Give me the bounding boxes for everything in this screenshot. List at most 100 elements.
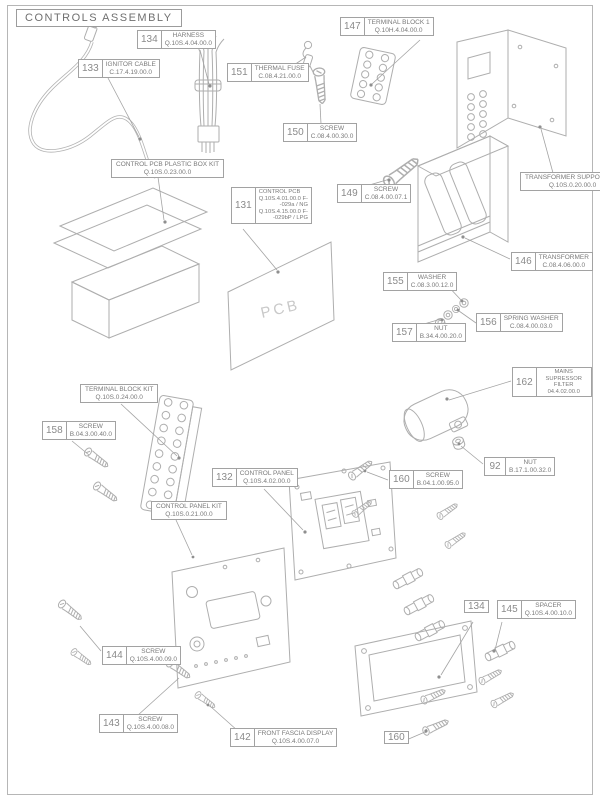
kit-label-pcb-plastic-box: CONTROL PCB PLASTIC BOX KIT Q.10S.0.23.0…	[111, 159, 225, 179]
kit-name: CONTROL PANEL KIT	[156, 503, 222, 510]
callout-number: 162	[512, 367, 537, 398]
kit-code: Q.10S.0.20.00.0	[548, 181, 597, 189]
part-name: SCREW	[319, 125, 345, 132]
callout-number: 145	[497, 600, 522, 620]
callout-134-frame: 134	[464, 600, 489, 613]
kit-name: TERMINAL BLOCK KIT	[85, 386, 154, 393]
kit-label-control-panel: CONTROL PANEL KIT Q.10S.0.21.00.0	[151, 501, 227, 521]
part-name: SCREW	[373, 186, 399, 193]
part-code: Q.10S.4.02.00.0	[243, 477, 291, 485]
part-code: Q.10S.4.00.07.0	[271, 737, 320, 745]
part-code: Q.10S.4.00.08.0	[126, 723, 175, 731]
pcb-watermark: PCB	[259, 296, 302, 322]
part-code: C.08.4.06.00.0	[542, 261, 586, 269]
callout-number: 149	[337, 184, 362, 204]
display-module-drawing	[314, 490, 370, 550]
screws-158-drawing	[82, 446, 120, 505]
callout-number: 158	[42, 421, 67, 441]
callout-number: 131	[231, 187, 256, 224]
kit-label-terminal-block: TERMINAL BLOCK KIT Q.10S.0.24.00.0	[80, 384, 159, 404]
part-name: SCREW	[425, 472, 450, 479]
transformer-drawing	[416, 135, 510, 263]
terminal-block-147-drawing	[350, 47, 396, 105]
callout-number: 133	[78, 59, 103, 79]
part-name: CONTROL PANEL	[239, 470, 294, 477]
callout-number: 142	[230, 728, 255, 748]
callout-number: 147	[340, 17, 365, 37]
page-border	[7, 5, 593, 795]
part-code: C.08.3.00.12.0	[410, 281, 454, 289]
frame-drawing	[354, 620, 478, 717]
screw-142-drawing	[193, 690, 218, 711]
part-name: IGNITOR CABLE	[105, 61, 156, 68]
callout-160-screw: 160	[384, 731, 409, 744]
part-name: MAINS SUPRESSOR FILTER	[545, 369, 582, 389]
part-name: TERMINAL BLOCK 1	[367, 19, 430, 26]
harness-drawing	[190, 34, 225, 153]
part-name: SCREW	[138, 716, 163, 723]
support-bracket-drawing	[456, 29, 567, 149]
screw-144-drawing	[56, 598, 85, 624]
part-code: C.08.4.00.30.0	[310, 132, 354, 140]
callout-number: 150	[283, 123, 308, 143]
part-name: SPACER	[535, 602, 562, 609]
part-code: C.17.4.19.00.0	[109, 68, 153, 76]
part-code: B.04.1.00.95.0	[416, 479, 459, 487]
kit-code: Q.10S.0.23.00.0	[143, 168, 192, 176]
part-name: THERMAL FUSE	[254, 65, 305, 72]
callout-number: 157	[392, 323, 417, 343]
callout-number: 156	[476, 313, 501, 333]
pcb-box-kit-drawing	[52, 187, 209, 339]
part-name: NUT	[523, 459, 537, 466]
diagram-title: CONTROLS ASSEMBLY	[16, 9, 182, 27]
pcb-drawing: PCB	[227, 241, 335, 371]
part-code: Q.10S.4.01.00.0 F-	[258, 195, 308, 202]
part-code: Q.10S.4.15.00.0 F-	[258, 208, 308, 215]
part-code: Q.10S.4.00.09.0	[129, 655, 178, 663]
part-name: CONTROL PCB	[258, 189, 301, 195]
leader-dots	[138, 83, 542, 733]
control-panel-drawing	[288, 461, 397, 581]
spacer-145-drawing	[483, 639, 518, 664]
part-name: SPRING WASHER	[503, 315, 559, 322]
part-variant: -029bP / LPG	[272, 215, 308, 222]
part-code: Q.10H.4.04.00.0	[374, 26, 423, 34]
part-name: NUT	[434, 325, 448, 332]
part-code: B.34.4.00.20.0	[419, 332, 462, 340]
control-panel-kit-drawing	[171, 547, 291, 689]
kit-name: CONTROL PCB PLASTIC BOX KIT	[116, 161, 220, 168]
mains-filter-drawing	[403, 389, 469, 442]
kit-code: Q.10S.0.24.00.0	[95, 393, 143, 401]
part-name: SCREW	[78, 423, 103, 430]
callout-number: 155	[383, 272, 408, 292]
callout-number: 151	[227, 63, 252, 83]
part-code: B.17.1.00.32.0	[509, 466, 552, 474]
callout-131: 131 CONTROL PCB Q.10S.4.01.00.0 F- -029a…	[231, 187, 312, 224]
screw-150-drawing	[312, 66, 329, 105]
part-code: Q.10S.4.00.10.0	[524, 609, 573, 617]
part-name: TRANSFORMER	[538, 254, 589, 261]
part-code: C.08.4.00.03.0	[509, 322, 553, 330]
part-code: Q.10S.4.04.00.0	[164, 39, 213, 47]
part-name: HARNESS	[172, 32, 205, 39]
callout-number: 134	[137, 30, 162, 50]
kit-code: Q.10S.0.21.00.0	[165, 510, 213, 518]
part-code: C.08.4.21.00.0	[258, 72, 301, 80]
part-name: SCREW	[141, 648, 166, 655]
